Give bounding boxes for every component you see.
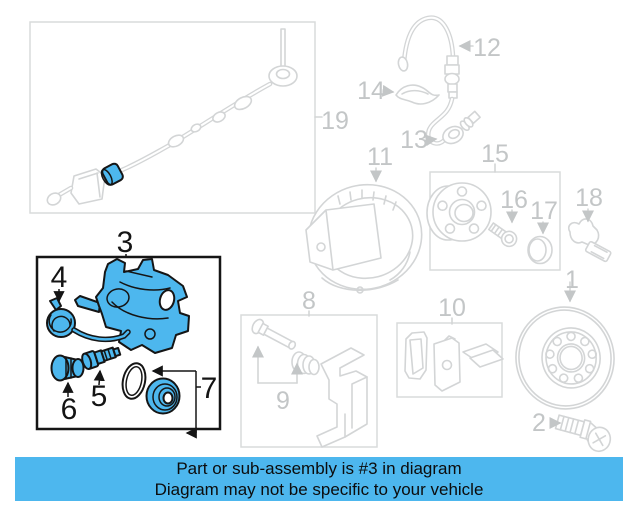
part-8-caliper-bracket[interactable] bbox=[316, 347, 368, 448]
callout-17[interactable]: 17 bbox=[530, 197, 558, 225]
callout-7[interactable]: 7 bbox=[201, 372, 218, 405]
part-15-wheel-hub-bearing[interactable] bbox=[426, 182, 492, 242]
callout-6[interactable]: 6 bbox=[61, 393, 78, 426]
callout-9[interactable]: 9 bbox=[276, 387, 290, 415]
part-13-brake-hose-lower[interactable] bbox=[425, 83, 481, 147]
banner-line-1: Part or sub-assembly is #3 in diagram bbox=[176, 459, 462, 478]
part-16-hub-bolt[interactable] bbox=[487, 220, 520, 249]
callout-5[interactable]: 5 bbox=[91, 380, 108, 413]
callout-2[interactable]: 2 bbox=[532, 409, 546, 437]
callout-1[interactable]: 1 bbox=[565, 266, 579, 294]
part-9-guide-pin[interactable] bbox=[250, 318, 299, 353]
part-1-brake-rotor[interactable] bbox=[508, 299, 622, 416]
callout-12[interactable]: 12 bbox=[473, 34, 501, 62]
callout-15[interactable]: 15 bbox=[481, 140, 509, 168]
part-10-brake-pads[interactable] bbox=[404, 331, 504, 392]
part-3-brake-caliper[interactable] bbox=[74, 258, 190, 354]
part-19-abs-wheel-speed-sensor-wire[interactable] bbox=[45, 28, 298, 207]
part-3-highlighted-grommet[interactable] bbox=[99, 162, 124, 187]
callout-18[interactable]: 18 bbox=[575, 184, 603, 212]
part-4-caliper-spring[interactable] bbox=[46, 297, 131, 343]
part-9-pin-boot[interactable] bbox=[291, 351, 320, 376]
callout-5-arrow bbox=[93, 369, 105, 386]
part-11-brake-backing-plate[interactable] bbox=[296, 172, 433, 302]
part-7-piston-and-seal[interactable] bbox=[119, 361, 181, 415]
callout-13-arrow bbox=[424, 134, 438, 147]
callout-4[interactable]: 4 bbox=[51, 261, 68, 294]
part-14-hose-clip[interactable] bbox=[395, 84, 440, 105]
part-2-wheel-stud[interactable] bbox=[553, 413, 614, 454]
callout-8[interactable]: 8 bbox=[302, 287, 316, 315]
callout-14[interactable]: 14 bbox=[357, 77, 385, 105]
callout-19[interactable]: 19 bbox=[321, 107, 349, 135]
part-17-dust-cap[interactable] bbox=[527, 235, 553, 265]
diagram-note-banner: Part or sub-assembly is #3 in diagram Di… bbox=[15, 457, 623, 501]
banner-line-2: Diagram may not be specific to your vehi… bbox=[154, 480, 484, 499]
callout-3[interactable]: 3 bbox=[117, 226, 134, 259]
callout-11[interactable]: 11 bbox=[367, 143, 393, 171]
part-12-brake-hose[interactable] bbox=[397, 15, 460, 86]
callout-13[interactable]: 13 bbox=[400, 126, 428, 154]
highlight-box-3[interactable] bbox=[35, 255, 222, 431]
part-6-piston-boot[interactable] bbox=[50, 354, 85, 382]
callout-16[interactable]: 16 bbox=[500, 186, 528, 214]
part-18-abs-sensor[interactable] bbox=[567, 218, 612, 263]
callout-14-arrow bbox=[381, 84, 395, 97]
part-5-bleeder-screw[interactable] bbox=[80, 343, 122, 371]
callout-10[interactable]: 10 bbox=[438, 294, 466, 322]
